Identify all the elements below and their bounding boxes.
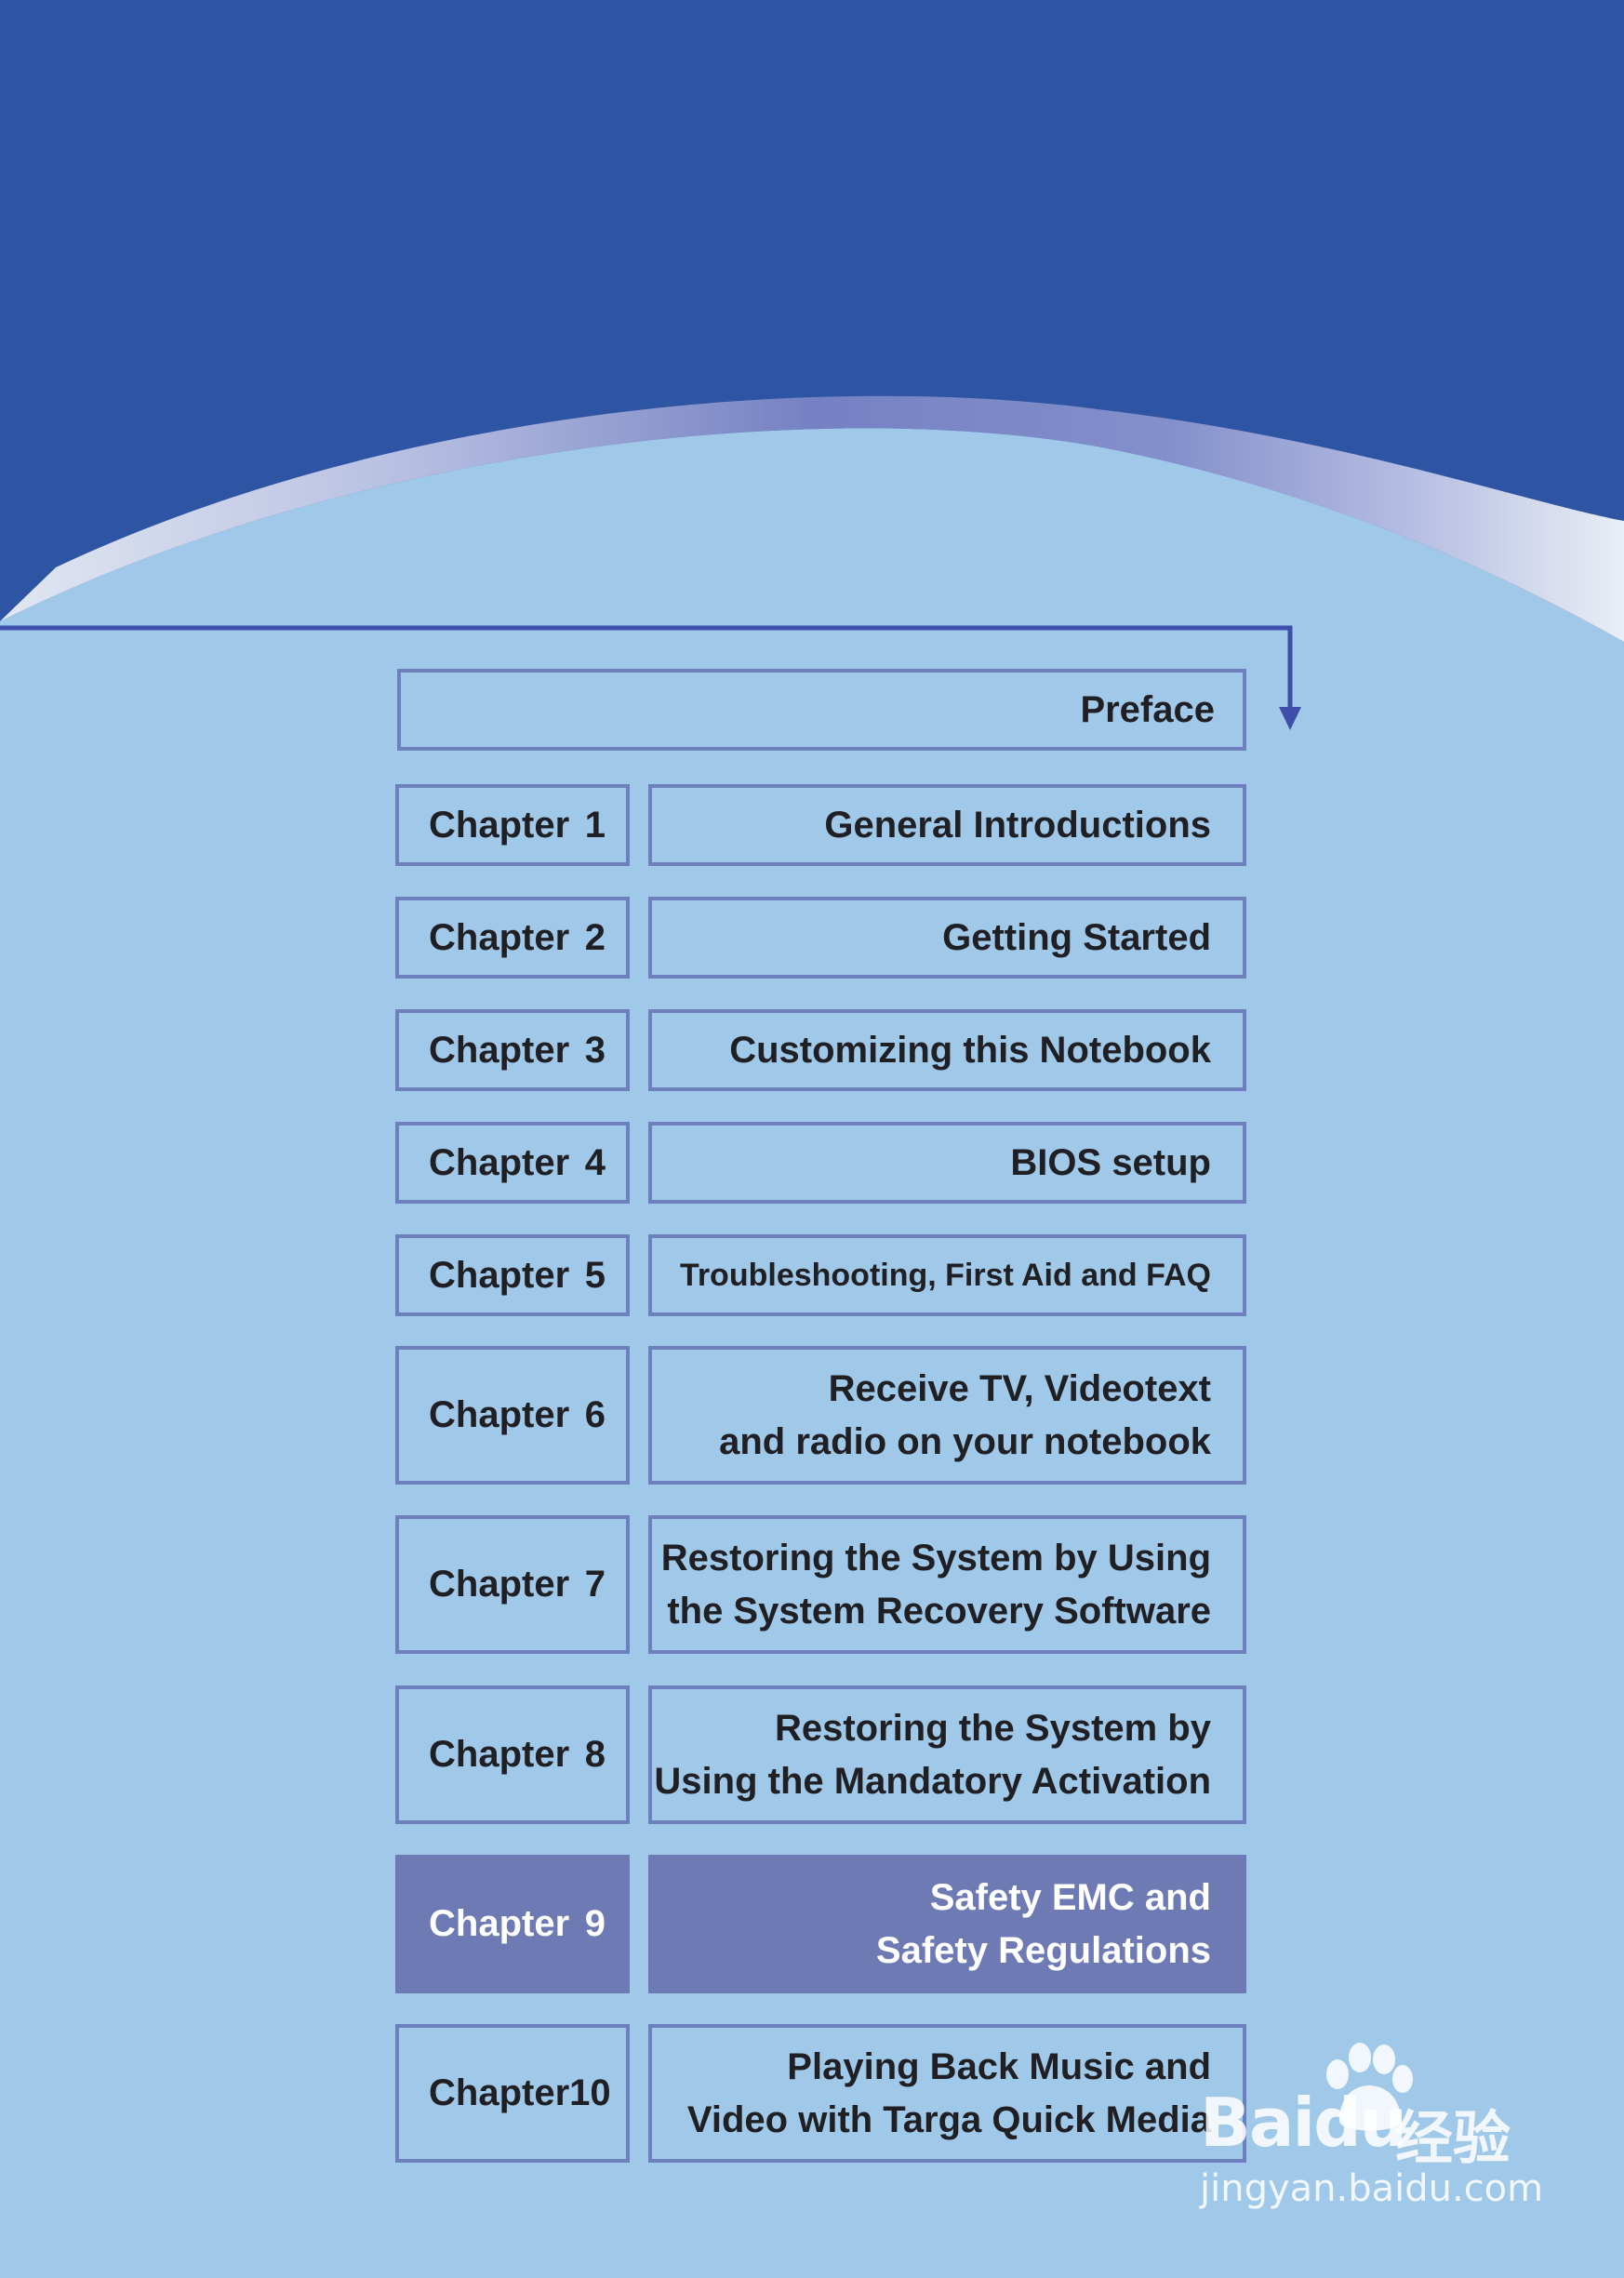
- chapter-title-line: and radio on your notebook: [719, 1420, 1211, 1462]
- watermark-brand-end: du: [1313, 2084, 1407, 2162]
- chapter-title-line: Safety EMC and: [929, 1876, 1211, 1918]
- chapter-8-title-box[interactable]: Restoring the System by Using the Mandato…: [648, 1685, 1246, 1824]
- chapter-6-label-box[interactable]: Chapter 6: [395, 1346, 630, 1485]
- chapter-word: Chapter: [429, 804, 570, 846]
- chapter-number: 2: [584, 916, 606, 958]
- chapter-9-label-box[interactable]: Chapter 9: [395, 1855, 630, 1993]
- watermark-brand: Bai: [1200, 2084, 1315, 2162]
- chapter-number: 1: [584, 804, 606, 846]
- chapter-title-line: Restoring the System by: [774, 1707, 1211, 1749]
- chapter-7-title-box[interactable]: Restoring the System by Using the System …: [648, 1515, 1246, 1654]
- paw-icon: [1326, 2043, 1413, 2131]
- chapter-1-title-box[interactable]: General Introductions: [648, 784, 1246, 866]
- chapter-word: Chapter: [429, 1903, 570, 1944]
- chapter-2-title-box[interactable]: Getting Started: [648, 897, 1246, 979]
- chapter-title-line: Getting Started: [942, 916, 1211, 958]
- chapter-word: Chapter: [429, 1564, 570, 1605]
- chapter-4-label-box[interactable]: Chapter 4: [395, 1122, 630, 1204]
- chapter-title-line: Receive TV, Videotext: [828, 1367, 1211, 1409]
- white-gradient-streak: [0, 395, 1624, 642]
- chapter-number: 5: [584, 1254, 606, 1296]
- chapter-8-label-box[interactable]: Chapter 8: [395, 1685, 630, 1824]
- chapter-title-line: Customizing this Notebook: [729, 1029, 1211, 1071]
- chapter-5-title-box[interactable]: Troubleshooting, First Aid and FAQ: [648, 1234, 1246, 1316]
- chapter-5-label-box[interactable]: Chapter 5: [395, 1234, 630, 1316]
- chapter-7-label-box[interactable]: Chapter 7: [395, 1515, 630, 1654]
- chapter-word: Chapter: [429, 2072, 570, 2113]
- chapter-1-label-box[interactable]: Chapter 1: [395, 784, 630, 866]
- arrow-head-icon: [1279, 707, 1301, 730]
- chapter-word: Chapter: [429, 1734, 570, 1775]
- chapter-number: 10: [569, 2072, 611, 2113]
- chapter-number: 6: [584, 1394, 606, 1435]
- preface-label: Preface: [1080, 688, 1215, 730]
- chapter-number: 3: [584, 1029, 606, 1071]
- chapter-word: Chapter: [429, 1394, 570, 1435]
- chapter-word: Chapter: [429, 916, 570, 958]
- chapter-title-line: Restoring the System by Using: [660, 1537, 1211, 1579]
- chapter-title-line: Video with Targa Quick Media: [686, 2098, 1211, 2140]
- chapter-title-line: Playing Back Music and: [787, 2045, 1211, 2087]
- chapter-word: Chapter: [429, 1254, 570, 1296]
- chapter-2-label-box[interactable]: Chapter 2: [395, 897, 630, 979]
- chapter-title-line: Safety Regulations: [875, 1929, 1211, 1971]
- chapter-6-title-box[interactable]: Receive TV, Videotext and radio on your n…: [648, 1346, 1246, 1485]
- chapter-word: Chapter: [429, 1029, 570, 1071]
- chapter-title-line: General Introductions: [824, 804, 1211, 846]
- chapter-title-line: Using the Mandatory Activation: [654, 1760, 1211, 1802]
- chapter-title-line: BIOS setup: [1010, 1141, 1211, 1183]
- chapter-3-title-box[interactable]: Customizing this Notebook: [648, 1009, 1246, 1091]
- arrow-line: [0, 625, 1293, 721]
- chapter-3-label-box[interactable]: Chapter 3: [395, 1009, 630, 1091]
- chapter-number: 7: [584, 1564, 606, 1605]
- chapter-4-title-box[interactable]: BIOS setup: [648, 1122, 1246, 1204]
- chapter-number: 8: [584, 1734, 606, 1775]
- preface-box[interactable]: Preface: [397, 669, 1246, 751]
- page-body-curve: [0, 428, 1624, 2278]
- baidu-watermark: Baidu 经验 jingyan.baidu.com: [1200, 2037, 1591, 2223]
- watermark-cn: 经验: [1395, 2104, 1511, 2172]
- chapter-title-line: Troubleshooting, First Aid and FAQ: [679, 1257, 1211, 1293]
- chapter-number: 9: [584, 1903, 606, 1944]
- watermark-url: jingyan.baidu.com: [1200, 2167, 1544, 2210]
- chapter-title-line: the System Recovery Software: [667, 1590, 1211, 1632]
- chapter-word: Chapter: [429, 1141, 570, 1183]
- chapter-number: 4: [584, 1141, 606, 1183]
